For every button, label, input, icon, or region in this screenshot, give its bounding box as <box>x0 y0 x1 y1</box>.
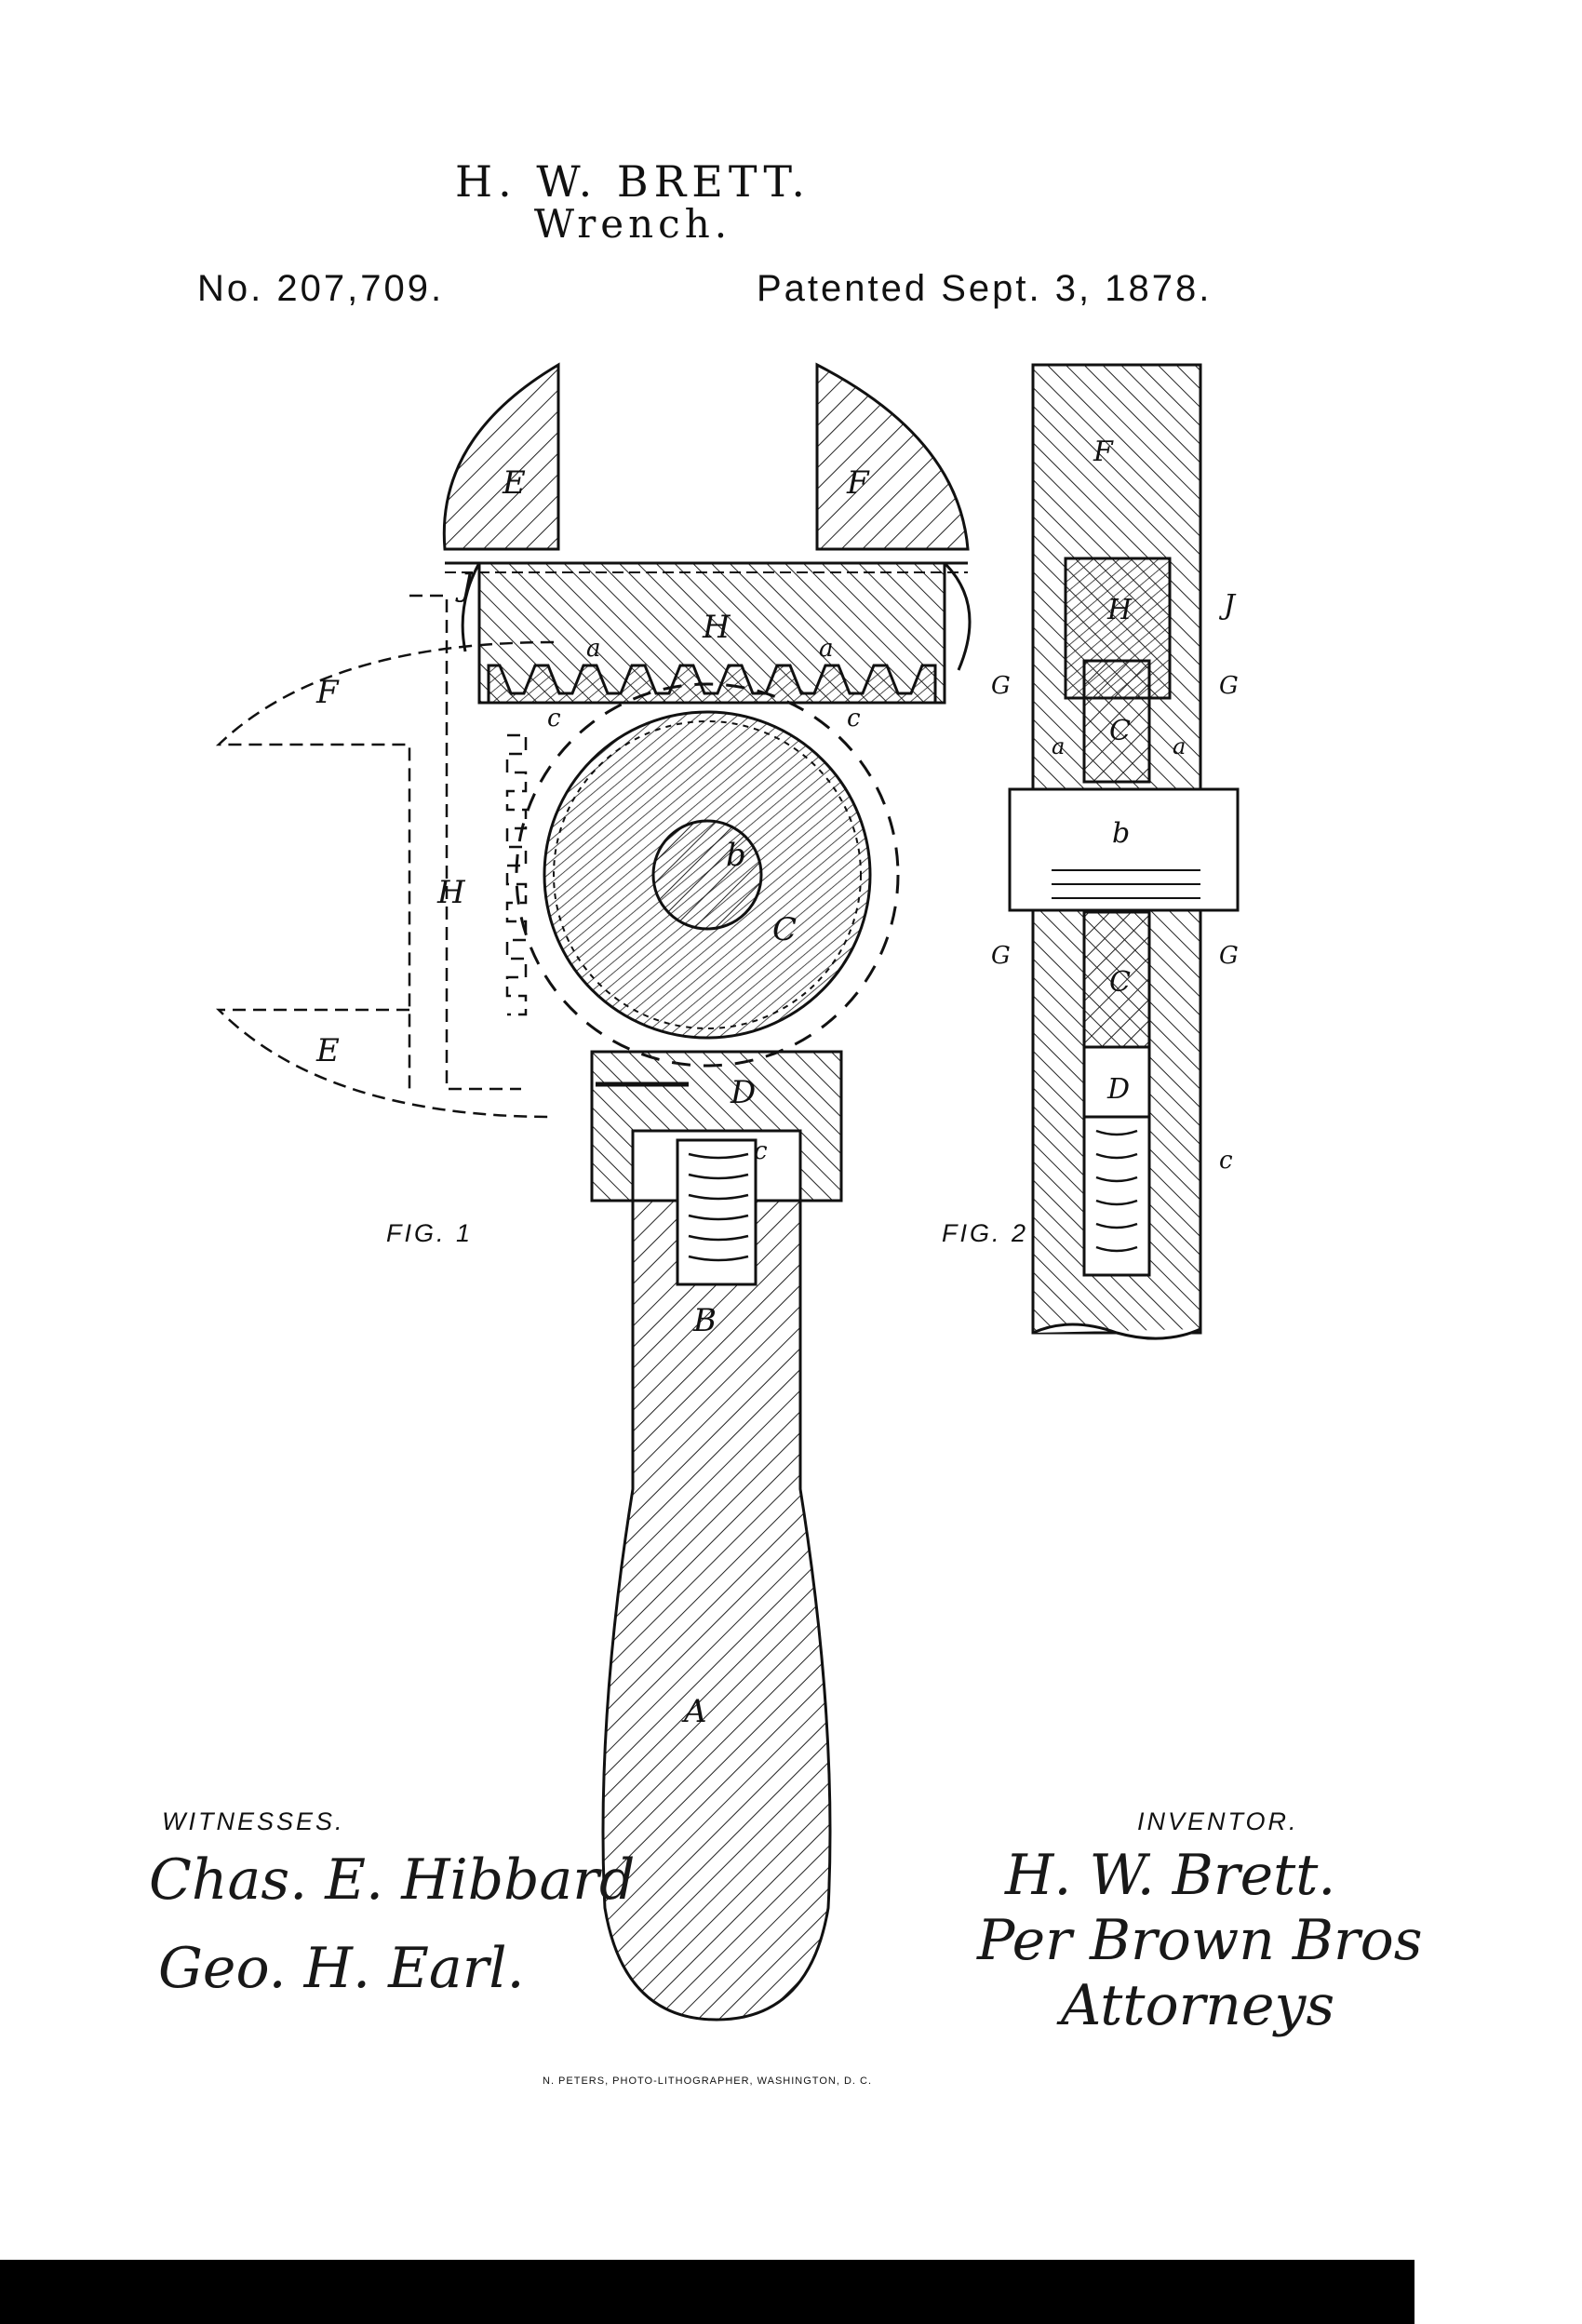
svg-text:G: G <box>1219 672 1239 700</box>
svg-text:a: a <box>819 635 834 663</box>
witness-signature-2: Geo. H. Earl. <box>158 1936 525 2001</box>
attorney-signature: Per Brown Bros <box>977 1908 1423 1973</box>
svg-text:c: c <box>1219 1147 1233 1175</box>
svg-text:J: J <box>1218 589 1237 622</box>
fig2-label: FIG. 2 <box>942 1219 1029 1247</box>
svg-text:G: G <box>991 942 1011 970</box>
svg-text:F: F <box>846 464 870 502</box>
svg-text:c: c <box>547 705 561 732</box>
svg-text:C: C <box>1109 715 1131 747</box>
patent-date: Patented Sept. 3, 1878. <box>757 268 1213 309</box>
svg-text:F: F <box>315 674 340 711</box>
svg-text:A: A <box>681 1693 707 1730</box>
svg-text:C: C <box>1109 966 1131 999</box>
svg-text:a: a <box>1173 733 1186 759</box>
svg-text:C: C <box>772 911 797 948</box>
svg-text:G: G <box>1219 942 1239 970</box>
fig2-part-letters: F H J G G C a a b G G C D c <box>991 436 1239 1175</box>
fig1-jaw-right <box>815 362 970 551</box>
svg-text:c: c <box>847 705 861 732</box>
svg-text:b: b <box>1112 817 1130 850</box>
inventor-name-heading: H. W. BRETT. <box>455 156 811 207</box>
svg-text:b: b <box>726 837 746 874</box>
inventor-signature: H. W. Brett. <box>1005 1843 1336 1908</box>
svg-text:D: D <box>730 1074 756 1111</box>
svg-text:H: H <box>702 609 731 646</box>
lithographer-imprint: N. PETERS, PHOTO-LITHOGRAPHER, WASHINGTO… <box>543 2075 872 2087</box>
svg-text:H: H <box>1106 594 1133 626</box>
svg-text:a: a <box>586 635 601 663</box>
patent-number: No. 207,709. <box>197 268 445 309</box>
fig1-handle <box>601 1138 832 2022</box>
witness-signature-1: Chas. E. Hibbard <box>149 1847 636 1913</box>
scan-edge-bar <box>0 2260 1414 2324</box>
fig1-dashed-position <box>215 594 555 1119</box>
witnesses-label: WITNESSES. <box>162 1807 345 1835</box>
svg-text:D: D <box>1106 1073 1130 1106</box>
svg-text:c: c <box>754 1137 768 1165</box>
svg-text:F: F <box>1093 436 1114 468</box>
svg-text:E: E <box>502 464 526 502</box>
svg-text:J: J <box>455 567 476 604</box>
inventor-label: INVENTOR. <box>1137 1807 1299 1835</box>
fig2-section <box>1008 363 1240 1340</box>
fig1-part-letters: E F H J a a c c b C D c B A F H E <box>315 464 870 1730</box>
fig1-pinion-gear <box>515 682 900 1068</box>
fig1-rack-teeth <box>487 664 937 705</box>
svg-text:G: G <box>991 672 1011 700</box>
fig1-jaw-left <box>442 362 560 551</box>
svg-text:E: E <box>315 1032 340 1069</box>
svg-text:a: a <box>1052 733 1065 759</box>
svg-text:H: H <box>436 874 466 911</box>
svg-text:B: B <box>692 1302 717 1339</box>
attorneys-designation: Attorneys <box>1061 1973 1335 2038</box>
fig1-label: FIG. 1 <box>386 1219 474 1247</box>
patent-title: Wrench. <box>533 201 732 247</box>
